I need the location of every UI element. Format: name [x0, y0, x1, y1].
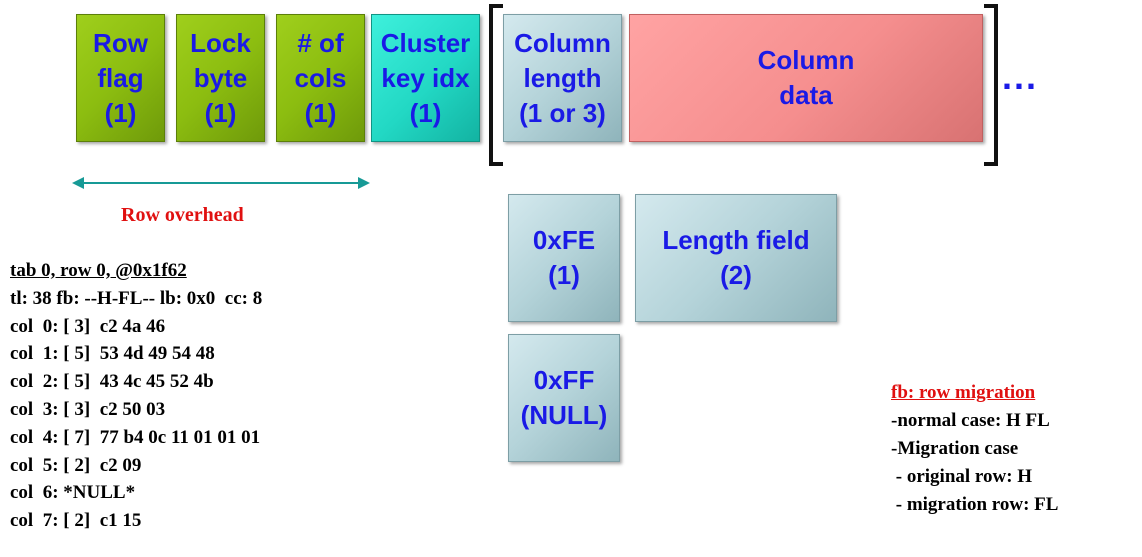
block-dump-line: col 4: [ 7] 77 b4 0c 11 01 01 01	[10, 426, 261, 448]
column-length-box: Column length (1 or 3)	[503, 14, 622, 142]
row-flag-box: Row flag (1)	[76, 14, 165, 142]
length-0xfe-box: 0xFE (1)	[508, 194, 620, 322]
column-right-bracket	[984, 4, 998, 166]
row-migration-line: - migration row: FL	[891, 494, 1059, 515]
block-dump-line: col 7: [ 2] c1 15	[10, 510, 142, 532]
block-dump-line: col 3: [ 3] c2 50 03	[10, 398, 166, 420]
length-0xff-null-box: 0xFF (NULL)	[508, 334, 620, 462]
row-migration-line: - original row: H	[891, 466, 1033, 487]
column-data-box: Column data	[629, 14, 983, 142]
row-overhead-label: Row overhead	[121, 204, 244, 226]
row-overhead-arrow	[72, 177, 370, 189]
num-cols-box: # of cols (1)	[276, 14, 365, 142]
block-dump-line: col 1: [ 5] 53 4d 49 54 48	[10, 343, 215, 365]
block-dump-line: tl: 38 fb: --H-FL-- lb: 0x0 cc: 8	[10, 287, 263, 309]
block-dump-line: col 5: [ 2] c2 09	[10, 454, 142, 476]
row-migration-line: -Migration case	[891, 438, 1019, 459]
block-dump-line: col 0: [ 3] c2 4a 46	[10, 315, 166, 337]
column-left-bracket	[489, 4, 503, 166]
block-dump-line: col 6: *NULL*	[10, 482, 136, 504]
row-migration-title: fb: row migration	[891, 382, 1036, 403]
row-migration-note: fb: row migration -normal case: H FL -Mi…	[891, 379, 1058, 519]
lock-byte-box: Lock byte (1)	[176, 14, 265, 142]
cluster-key-idx-box: Cluster key idx (1)	[371, 14, 480, 142]
length-field-box: Length field (2)	[635, 194, 837, 322]
block-dump-line: col 2: [ 5] 43 4c 45 52 4b	[10, 371, 214, 393]
more-columns-ellipsis: ...	[1002, 56, 1039, 97]
block-dump: tab 0, row 0, @0x1f62 tl: 38 fb: --H-FL-…	[10, 257, 262, 535]
block-dump-header: tab 0, row 0, @0x1f62	[10, 260, 187, 281]
row-migration-line: -normal case: H FL	[891, 410, 1050, 431]
